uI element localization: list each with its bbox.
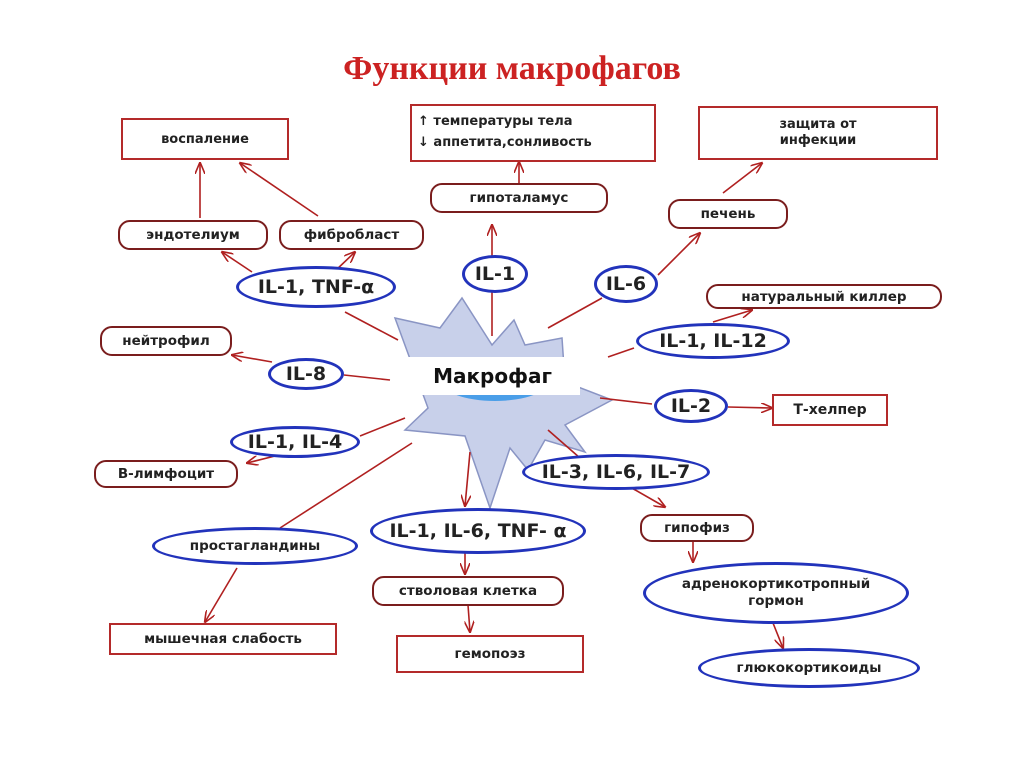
infection-defense-box: защита от инфекции bbox=[698, 106, 938, 160]
muscle-weakness-box: мышечная слабость bbox=[109, 623, 337, 655]
nk-cell-box: натуральный киллер bbox=[706, 284, 942, 309]
line-cell-il3il6il7 bbox=[547, 429, 581, 459]
page-title: Функции макрофагов bbox=[343, 50, 681, 87]
neutrophil-box: нейтрофил bbox=[100, 326, 232, 356]
liver-box: печень bbox=[668, 199, 788, 229]
appetite-down-line: ↓ аппетита,сонливость bbox=[418, 135, 592, 150]
temperature-up-line: ↑ температуры тела bbox=[418, 114, 573, 130]
il1-il12-oval: IL-1, IL-12 bbox=[636, 323, 790, 359]
macrophage-label: Макрофаг bbox=[405, 357, 580, 395]
il1-oval: IL-1 bbox=[462, 255, 528, 293]
arrow-il1il4-blymphocyte bbox=[247, 455, 276, 463]
acth-oval: адренокортикотропный гормон bbox=[643, 562, 909, 624]
arrow-il1tnf-endothelium bbox=[222, 252, 253, 273]
arrow-acth-glucocorticoids bbox=[772, 622, 783, 648]
il3-il6-il7-oval: IL-3, IL-6, IL-7 bbox=[522, 454, 710, 490]
acth-line-1: адренокортикотропный bbox=[681, 576, 871, 593]
arrow-cell-il1il6tnf bbox=[465, 451, 470, 506]
line-cell-prostaglandins bbox=[279, 442, 413, 529]
il1-il6-tnf-oval: IL-1, IL-6, TNF- α bbox=[370, 508, 586, 554]
line-cell-il2 bbox=[599, 397, 653, 405]
b-lymphocyte-box: В-лимфоцит bbox=[94, 460, 238, 488]
arrow-il1il12-nkcell bbox=[712, 310, 752, 323]
arrow-il6-liver bbox=[657, 233, 700, 276]
pituitary-box: гипофиз bbox=[640, 514, 754, 542]
arrow-il3-pituitary bbox=[629, 486, 665, 507]
inflammation-box: воспаление bbox=[121, 118, 289, 160]
glucocorticoids-oval: глюкокортикоиды bbox=[698, 648, 920, 688]
arrow-prostaglandins-weakness bbox=[205, 567, 238, 622]
il2-oval: IL-2 bbox=[654, 389, 728, 423]
arrow-stemcell-hemopoiesis bbox=[468, 604, 470, 632]
infection-line-1: защита от bbox=[779, 116, 857, 132]
line-cell-il8 bbox=[343, 374, 391, 381]
il1-il4-oval: IL-1, IL-4 bbox=[230, 426, 360, 458]
line-cell-il6 bbox=[547, 297, 603, 329]
fibroblast-box: фибробласт bbox=[279, 220, 424, 250]
il8-oval: IL-8 bbox=[268, 358, 344, 390]
il1-tnf-oval: IL-1, TNF-α bbox=[236, 266, 396, 308]
line-cell-il1il12 bbox=[607, 347, 635, 358]
prostaglandins-oval: простагландины bbox=[152, 527, 358, 565]
line-cell-il1tnf bbox=[344, 311, 399, 341]
infection-line-2: инфекции bbox=[779, 133, 857, 148]
arrow-il2-thelper bbox=[727, 407, 772, 408]
arrow-liver-infection bbox=[722, 163, 762, 194]
line-cell-il1il4 bbox=[359, 417, 406, 437]
stem-cell-box: стволовая клетка bbox=[372, 576, 564, 606]
t-helper-box: Т-хелпер bbox=[772, 394, 888, 426]
connector-arrows bbox=[200, 162, 783, 648]
hypothalamus-box: гипоталамус bbox=[430, 183, 608, 213]
acth-line-2: гормон bbox=[748, 593, 804, 609]
temperature-box: ↑ температуры тела ↓ аппетита,сонливость bbox=[410, 104, 656, 162]
hemopoiesis-box: гемопоэз bbox=[396, 635, 584, 673]
arrow-fibroblast-inflammation bbox=[240, 163, 319, 217]
il6-oval: IL-6 bbox=[594, 265, 658, 303]
arrow-il8-neutrophil bbox=[232, 355, 273, 363]
endothelium-box: эндотелиум bbox=[118, 220, 268, 250]
